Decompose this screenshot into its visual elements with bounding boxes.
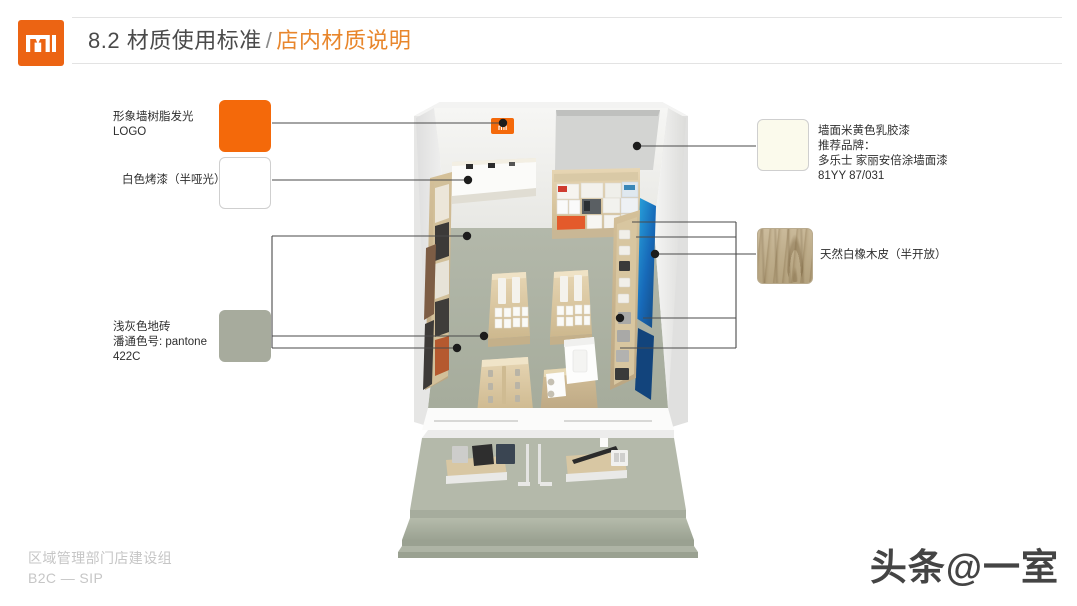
header-divider-top xyxy=(72,17,1062,18)
watermark: 头条@一室 xyxy=(869,547,1059,588)
svg-text:mi: mi xyxy=(498,123,507,132)
swatch-white-paint[interactable] xyxy=(219,157,271,209)
wood-grain-texture xyxy=(758,229,812,283)
swatch-oak-veneer[interactable] xyxy=(757,228,813,284)
wood-knot-figure xyxy=(786,234,805,282)
page-title-sub: 店内材质说明 xyxy=(276,28,412,53)
callout-label-oak-veneer: 天然白橡木皮（半开放） xyxy=(820,249,947,261)
callout-label-white-paint: 白色烤漆（半哑光） xyxy=(122,174,226,186)
page-title-main: 8.2 材质使用标准 xyxy=(88,28,262,53)
swatch-wall-paint[interactable] xyxy=(757,119,809,171)
callout-label-floor-tile: 浅灰色地砖 潘通色号: pantone 422C xyxy=(113,321,207,363)
callout-label-wall-paint: 墙面米黄色乳胶漆 推荐品牌： 多乐士 家丽安倍涂墙面漆 81YY 87/031 xyxy=(818,125,948,182)
footer-credit: 区域管理部门店建设组 B2C — SIP xyxy=(28,550,172,586)
callout-label-logo-resin: 形象墙树脂发光LOGO xyxy=(113,111,194,138)
mi-logo xyxy=(18,20,64,66)
page-title: 8.2 材质使用标准/店内材质说明 xyxy=(88,26,411,56)
store-render-image: mi xyxy=(368,78,708,558)
header-divider-bottom xyxy=(72,63,1062,64)
swatch-logo-resin[interactable] xyxy=(219,100,271,152)
page-title-separator: / xyxy=(265,28,273,53)
swatch-floor-tile[interactable] xyxy=(219,310,271,362)
